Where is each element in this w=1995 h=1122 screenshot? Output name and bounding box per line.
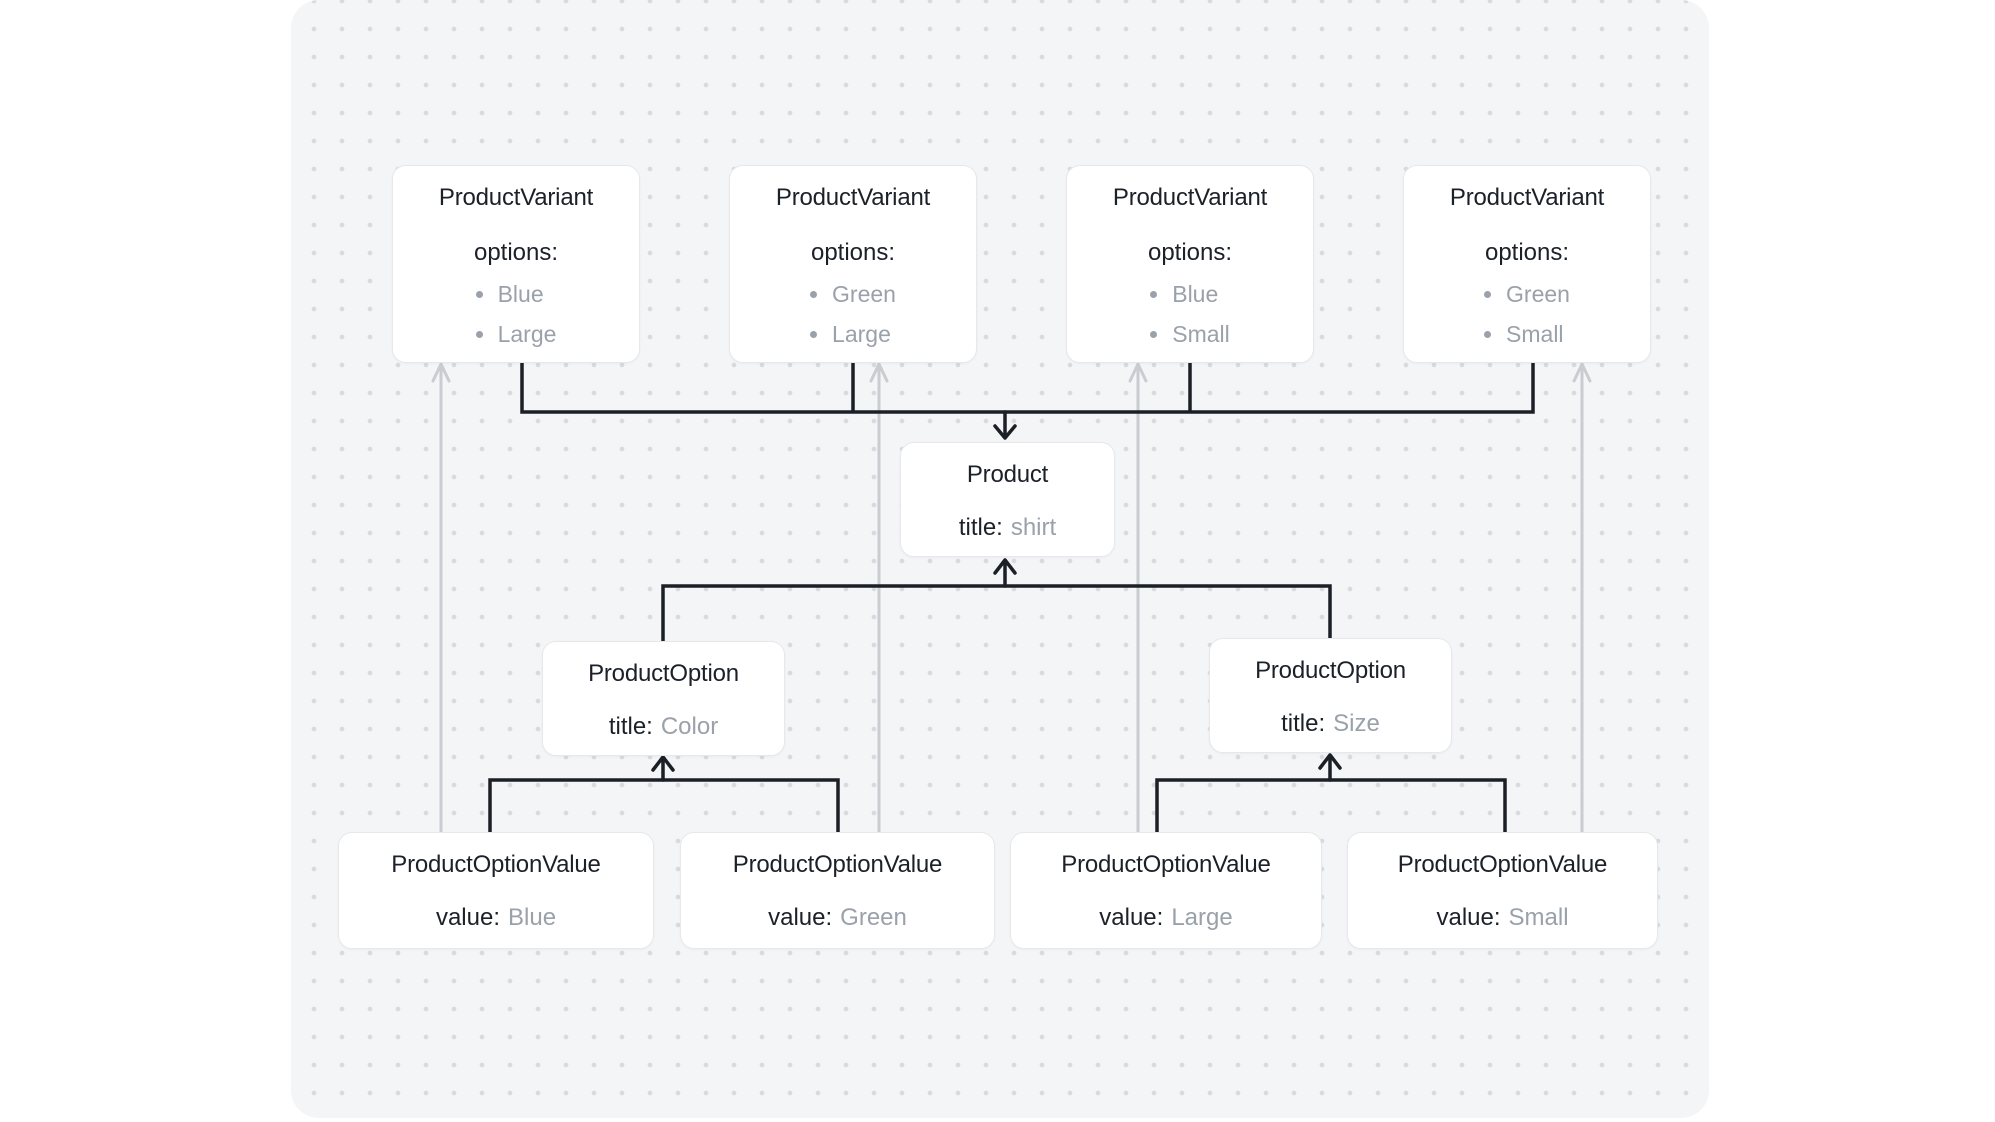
node-field: title: Color xyxy=(543,712,784,742)
node-product-option-value-blue[interactable]: ProductOptionValue value: Blue xyxy=(338,832,654,949)
option-value: Blue xyxy=(497,281,544,307)
node-title: ProductOption xyxy=(588,660,739,687)
field-label: title: xyxy=(1281,710,1326,737)
field-value: Color xyxy=(660,713,719,740)
field-value: Green xyxy=(840,904,907,931)
option-item: Small xyxy=(1484,314,1570,354)
node-product-option-color[interactable]: ProductOption title: Color xyxy=(542,641,785,756)
node-field: value: Green xyxy=(681,903,994,933)
node-product-variant-4[interactable]: ProductVariant options: Green Small xyxy=(1403,165,1651,363)
option-item: Blue xyxy=(1150,274,1230,314)
field-label: title: xyxy=(608,713,653,740)
field-label: value: xyxy=(435,904,500,931)
node-field: value: Large xyxy=(1011,903,1321,933)
node-field-label: options: xyxy=(473,239,559,266)
bullet-icon xyxy=(810,290,818,298)
node-product[interactable]: Product title: shirt xyxy=(900,442,1115,557)
node-field-label: options: xyxy=(1147,239,1233,266)
field-label: value: xyxy=(1099,904,1164,931)
node-product-option-value-small[interactable]: ProductOptionValue value: Small xyxy=(1347,832,1658,949)
bullet-icon xyxy=(1150,330,1158,338)
option-item: Green xyxy=(1484,274,1570,314)
option-value: Green xyxy=(1506,281,1570,307)
node-title: ProductOptionValue xyxy=(732,851,943,878)
option-value: Large xyxy=(832,321,891,347)
node-product-variant-1[interactable]: ProductVariant options: Blue Large xyxy=(392,165,640,363)
node-title: ProductOption xyxy=(1255,657,1406,684)
bullet-icon xyxy=(810,330,818,338)
field-value: Size xyxy=(1333,710,1380,737)
node-product-variant-3[interactable]: ProductVariant options: Blue Small xyxy=(1066,165,1314,363)
node-title: ProductOptionValue xyxy=(1061,851,1271,878)
option-list: Blue Small xyxy=(1150,274,1230,354)
node-title: ProductOptionValue xyxy=(391,851,601,878)
node-title: ProductVariant xyxy=(438,184,594,211)
option-item: Blue xyxy=(475,274,557,314)
node-title: ProductOptionValue xyxy=(1397,851,1608,878)
option-list: Green Large xyxy=(810,274,896,354)
field-value: Large xyxy=(1171,904,1233,931)
bullet-icon xyxy=(475,330,483,338)
field-label: title: xyxy=(958,514,1003,541)
field-label: value: xyxy=(768,904,833,931)
node-title: ProductVariant xyxy=(1449,184,1605,211)
node-field-label: options: xyxy=(810,239,896,266)
node-product-variant-2[interactable]: ProductVariant options: Green Large xyxy=(729,165,977,363)
field-value: Small xyxy=(1508,904,1569,931)
option-item: Small xyxy=(1150,314,1230,354)
option-list: Blue Large xyxy=(475,274,557,354)
option-item: Large xyxy=(810,314,896,354)
option-value: Large xyxy=(497,321,557,347)
bullet-icon xyxy=(475,290,483,298)
option-list: Green Small xyxy=(1484,274,1570,354)
node-field-label: options: xyxy=(1484,239,1570,266)
node-title: Product xyxy=(966,461,1049,488)
option-value: Small xyxy=(1506,321,1564,347)
option-value: Small xyxy=(1172,321,1230,347)
node-product-option-value-green[interactable]: ProductOptionValue value: Green xyxy=(680,832,995,949)
option-item: Large xyxy=(475,314,557,354)
node-field: value: Small xyxy=(1348,903,1657,933)
bullet-icon xyxy=(1484,330,1492,338)
option-value: Green xyxy=(832,281,896,307)
node-product-option-value-large[interactable]: ProductOptionValue value: Large xyxy=(1010,832,1322,949)
node-field: title: Size xyxy=(1210,709,1451,739)
option-item: Green xyxy=(810,274,896,314)
bullet-icon xyxy=(1150,290,1158,298)
field-value: shirt xyxy=(1010,514,1057,541)
field-label: value: xyxy=(1436,904,1501,931)
node-field: value: Blue xyxy=(339,903,653,933)
node-product-option-size[interactable]: ProductOption title: Size xyxy=(1209,638,1452,753)
bullet-icon xyxy=(1484,290,1492,298)
option-value: Blue xyxy=(1172,281,1219,307)
node-title: ProductVariant xyxy=(1112,184,1268,211)
node-title: ProductVariant xyxy=(775,184,931,211)
field-value: Blue xyxy=(508,904,557,931)
node-field: title: shirt xyxy=(901,513,1114,543)
